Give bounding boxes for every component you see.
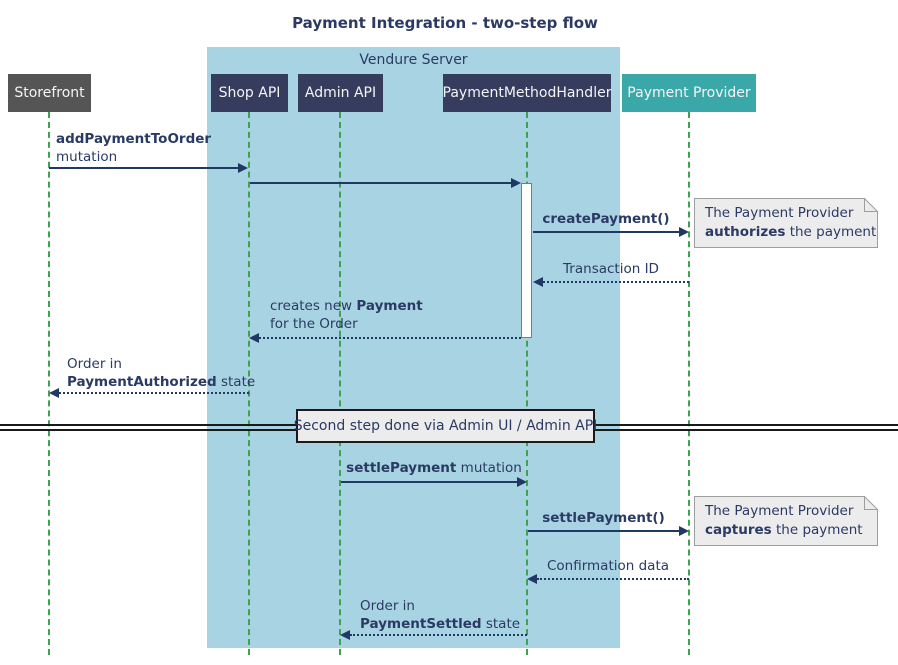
note-text: The Payment Provider authorizes the paym… (705, 204, 876, 242)
participant-label: Storefront (14, 85, 85, 101)
vendure-server-container: Vendure Server (207, 47, 620, 648)
message-order-settled-label: Order in PaymentSettled state (360, 597, 520, 633)
note-line: the payment (771, 522, 863, 538)
message-settle-mutation-label: settlePayment mutation (341, 459, 527, 477)
divider-label-box: Second step done via Admin UI / Admin AP… (293, 409, 598, 443)
arrowhead-right (679, 227, 689, 237)
message-text: state (216, 374, 256, 390)
activation-bar (521, 183, 532, 338)
message-text: settlePayment (346, 460, 457, 476)
note-line: authorizes (705, 224, 786, 240)
arrow-create-payment (533, 231, 679, 233)
message-text: Transaction ID (563, 261, 659, 277)
note-line: the payment (785, 224, 877, 240)
participant-label: PaymentMethodHandler (442, 85, 612, 101)
participant-label: Admin API (304, 85, 377, 101)
note-text: The Payment Provider captures the paymen… (705, 502, 863, 540)
participant-label: Payment Provider (627, 85, 751, 101)
arrow-shop-to-handler (250, 182, 511, 184)
message-text: settlePayment() (542, 510, 665, 526)
arrowhead-left (533, 277, 543, 287)
message-settle-call-label: settlePayment() (528, 509, 679, 527)
message-text: PaymentAuthorized (67, 374, 217, 390)
message-text: Confirmation data (546, 558, 670, 574)
container-label: Vendure Server (359, 52, 468, 68)
arrow-transaction-id (543, 281, 689, 283)
divider-label: Second step done via Admin UI / Admin AP… (293, 418, 598, 434)
arrowhead-right (238, 163, 248, 173)
participant-label: Shop API (218, 85, 281, 101)
message-text: creates new (270, 298, 357, 314)
lifeline-payment-provider (688, 112, 690, 655)
participant-payment-provider: Payment Provider (622, 74, 756, 112)
message-text: Payment (356, 298, 423, 314)
message-order-authorized-label: Order in PaymentAuthorized state (67, 355, 255, 391)
participant-shop-api: Shop API (211, 74, 288, 112)
diagram-title: Payment Integration - two-step flow (292, 14, 598, 32)
arrowhead-left (249, 333, 259, 343)
lifeline-shop-api (248, 112, 250, 655)
arrowhead-right (517, 477, 527, 487)
note-shape-icon (694, 496, 878, 546)
note-line: The Payment Provider (705, 205, 854, 221)
arrow-order-authorized (59, 392, 249, 394)
note-authorizes: The Payment Provider authorizes the paym… (694, 198, 878, 248)
arrow-creates-payment (259, 337, 521, 339)
lifeline-admin-api (339, 112, 341, 655)
message-confirmation-label: Confirmation data (527, 557, 689, 575)
participant-admin-api: Admin API (298, 74, 383, 112)
participant-storefront: Storefront (8, 74, 91, 112)
message-text: mutation (56, 149, 118, 165)
arrowhead-left (340, 630, 350, 640)
note-line: The Payment Provider (705, 503, 854, 519)
message-text: PaymentSettled (360, 616, 482, 632)
arrowhead-left (527, 574, 537, 584)
arrow-order-settled (350, 634, 527, 636)
arrow-add-payment (49, 167, 238, 169)
message-text: mutation (456, 460, 522, 476)
arrowhead-right (511, 178, 521, 188)
message-text: state (481, 616, 521, 632)
arrow-settle-mutation (341, 481, 517, 483)
message-text: Order in (360, 598, 415, 614)
arrow-settle-call (528, 530, 679, 532)
message-creates-payment-label: creates new Payment for the Order (270, 297, 423, 333)
message-text: Order in (67, 356, 122, 372)
arrowhead-right (679, 526, 689, 536)
message-text: for the Order (270, 316, 358, 332)
note-shape-icon (694, 198, 878, 248)
message-text: addPaymentToOrder (56, 131, 212, 147)
arrowhead-left (49, 388, 59, 398)
message-transaction-id-label: Transaction ID (533, 260, 689, 278)
arrow-confirmation (537, 578, 689, 580)
lifeline-payment-method-handler (526, 112, 528, 655)
note-captures: The Payment Provider captures the paymen… (694, 496, 878, 546)
participant-payment-method-handler: PaymentMethodHandler (443, 74, 611, 112)
lifeline-storefront (48, 112, 50, 655)
message-create-payment-label: createPayment() (533, 210, 679, 228)
message-add-payment-label: addPaymentToOrder mutation (56, 130, 211, 166)
note-line: captures (705, 522, 772, 538)
message-text: createPayment() (542, 211, 670, 227)
